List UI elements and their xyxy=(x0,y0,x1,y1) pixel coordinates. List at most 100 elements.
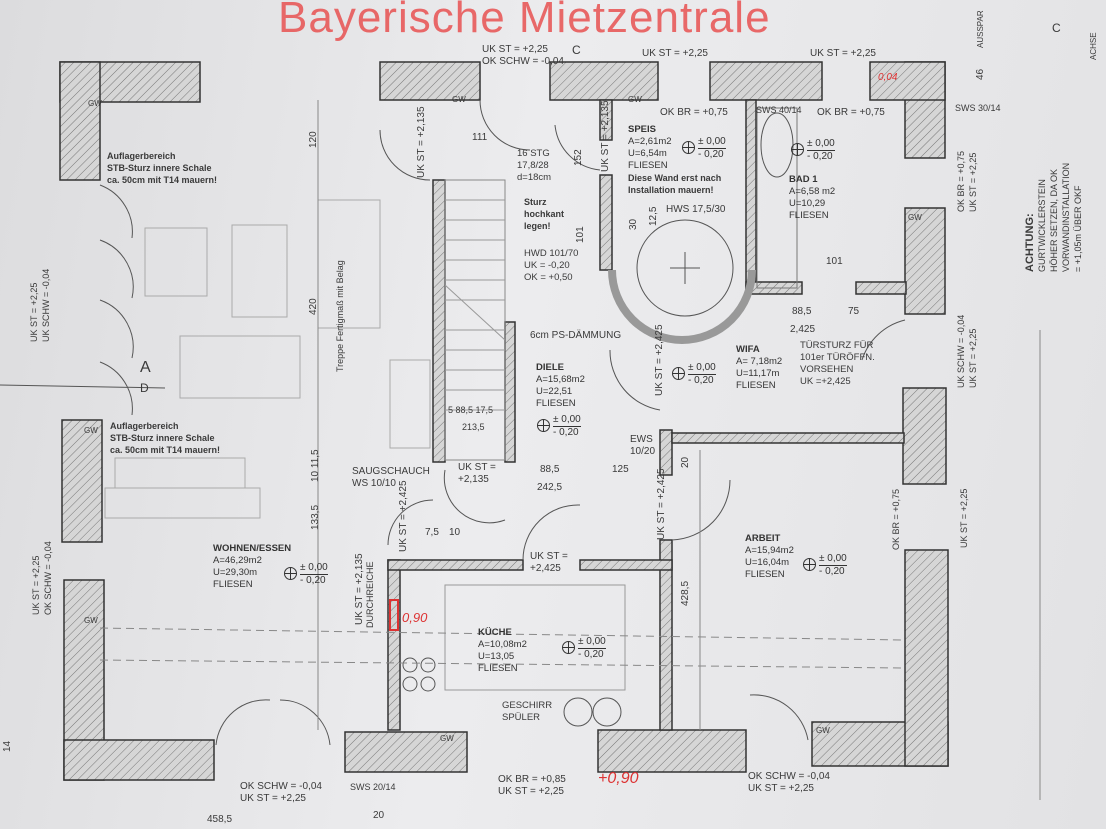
room-name: BAD 1 xyxy=(789,174,818,185)
level-marker: ± 0,00- 0,20 xyxy=(672,362,716,387)
note-line: ca. 50cm mit T14 mauern! xyxy=(107,175,218,185)
room-floor: FLIESEN xyxy=(478,663,518,674)
room-perimeter: U=16,04m xyxy=(745,557,790,568)
note-line: VORSEHEN xyxy=(800,364,854,375)
level-top: ± 0,00 xyxy=(819,553,847,566)
height-label: UK ST = +2,425 xyxy=(398,480,409,552)
dimension: 101 xyxy=(826,256,843,267)
dimension: 12,5 xyxy=(648,206,659,226)
note-line: 10/20 xyxy=(630,446,656,457)
note-line: GESCHIRR xyxy=(502,700,553,711)
height-label: UK ST = +2,25 xyxy=(498,786,564,797)
note-line: 16 STG xyxy=(517,148,550,159)
note-hws: HWS 17,5/30 xyxy=(666,204,726,215)
lintel-label: SWS 40/14 xyxy=(756,105,802,115)
level-marker: ± 0,00- 0,20 xyxy=(803,553,847,578)
room-area: A= 7,18m2 xyxy=(736,356,783,367)
room-floor: FLIESEN xyxy=(213,579,253,590)
handwritten-annotation: 0,04 xyxy=(878,72,898,83)
dimension: 75 xyxy=(848,306,860,317)
room-perimeter: U=10,29 xyxy=(789,198,826,209)
note-line: HÖHER SETZEN, DA OK xyxy=(1049,168,1059,272)
room-perimeter: U=6,54m xyxy=(628,148,667,159)
dimension: 10 xyxy=(449,527,461,538)
note-label: AUSSPAR xyxy=(976,10,985,48)
dimension: 88,5 xyxy=(540,464,560,475)
section-marker: C xyxy=(1052,21,1061,35)
room-area: A=6,58 m2 xyxy=(789,186,836,197)
dimension: 428,5 xyxy=(680,580,691,606)
height-label: UK ST = +2,25 xyxy=(810,48,876,59)
note-treppe: Treppe Fertigmaß mit Belag xyxy=(335,260,345,372)
dimension: 46 xyxy=(975,68,986,80)
level-top: ± 0,00 xyxy=(807,138,835,151)
height-label: UK ST = +2,135 xyxy=(458,462,496,485)
height-label: UK ST = +2,25 xyxy=(31,555,41,615)
height-label: UK ST = +2,135 xyxy=(416,106,427,178)
note-line: Installation mauern! xyxy=(628,185,714,195)
room-floor: FLIESEN xyxy=(736,380,776,391)
window-label: GW xyxy=(84,616,98,625)
dimension: 20 xyxy=(680,456,691,468)
height-label: UK SCHW = -0,04 xyxy=(41,268,51,342)
window-label: GW xyxy=(816,726,830,735)
section-marker: D xyxy=(140,381,149,395)
dimension: 125 xyxy=(612,464,629,475)
room-area: A=15,94m2 xyxy=(745,545,794,556)
dimension: 213,5 xyxy=(462,422,485,432)
level-bottom: - 0,20 xyxy=(698,149,724,160)
height-label: UK ST = +2,135 xyxy=(354,553,365,625)
note-line: Auflagerbereich xyxy=(110,421,179,431)
room-name: KÜCHE xyxy=(478,627,512,638)
note-line: EWS xyxy=(630,434,653,445)
room-perimeter: U=13,05 xyxy=(478,651,515,662)
dimension: 30 xyxy=(628,218,639,230)
height-label: UK SCHW = -0,04 xyxy=(956,314,966,388)
level-top: ± 0,00 xyxy=(300,562,328,575)
dimension: 2,425 xyxy=(790,324,816,335)
window-label: GW xyxy=(88,99,102,108)
section-marker: C xyxy=(572,43,581,57)
note-line: STB-Sturz innere Schale xyxy=(110,433,215,443)
room-name: SPEIS xyxy=(628,124,656,135)
note-line: hochkant xyxy=(524,209,565,219)
fixtures-group xyxy=(0,99,1041,800)
note-line: = +1,05m ÜBER OKF xyxy=(1073,185,1083,272)
level-top: ± 0,00 xyxy=(688,362,716,375)
room-perimeter: U=22,51 xyxy=(536,386,573,397)
level-bottom: - 0,20 xyxy=(553,427,579,438)
height-label: OK SCHW = -0,04 xyxy=(43,541,53,615)
height-label: OK BR = +0,75 xyxy=(660,107,728,118)
level-top: ± 0,00 xyxy=(553,414,581,427)
room-name: WOHNEN/ESSEN xyxy=(213,543,292,554)
level-top: ± 0,00 xyxy=(578,636,606,649)
room-area: A=46,29m2 xyxy=(213,555,262,566)
note-line: 17,8/28 xyxy=(517,160,549,171)
height-label: UK ST = +2,25 xyxy=(748,783,814,794)
room-name: DIELE xyxy=(536,362,564,373)
level-bottom: - 0,20 xyxy=(300,575,326,586)
note-line: Sturz xyxy=(524,197,547,207)
note-line: Diese Wand erst nach xyxy=(628,173,722,183)
level-marker: ± 0,00- 0,20 xyxy=(537,414,581,439)
height-label: OK SCHW = -0,04 xyxy=(748,771,830,782)
note-line: HWD 101/70 xyxy=(524,248,579,259)
height-label: UK ST = +2,25 xyxy=(959,488,969,548)
note-line: d=18cm xyxy=(517,172,552,183)
level-bottom: - 0,20 xyxy=(807,151,833,162)
height-label: UK ST = +2,425 xyxy=(654,324,665,396)
dimension: 7,5 xyxy=(425,527,439,538)
section-marker: A xyxy=(140,359,151,376)
level-marker: ± 0,00- 0,20 xyxy=(791,138,835,163)
level-bottom: - 0,20 xyxy=(819,566,845,577)
handwritten-mark xyxy=(389,599,399,631)
